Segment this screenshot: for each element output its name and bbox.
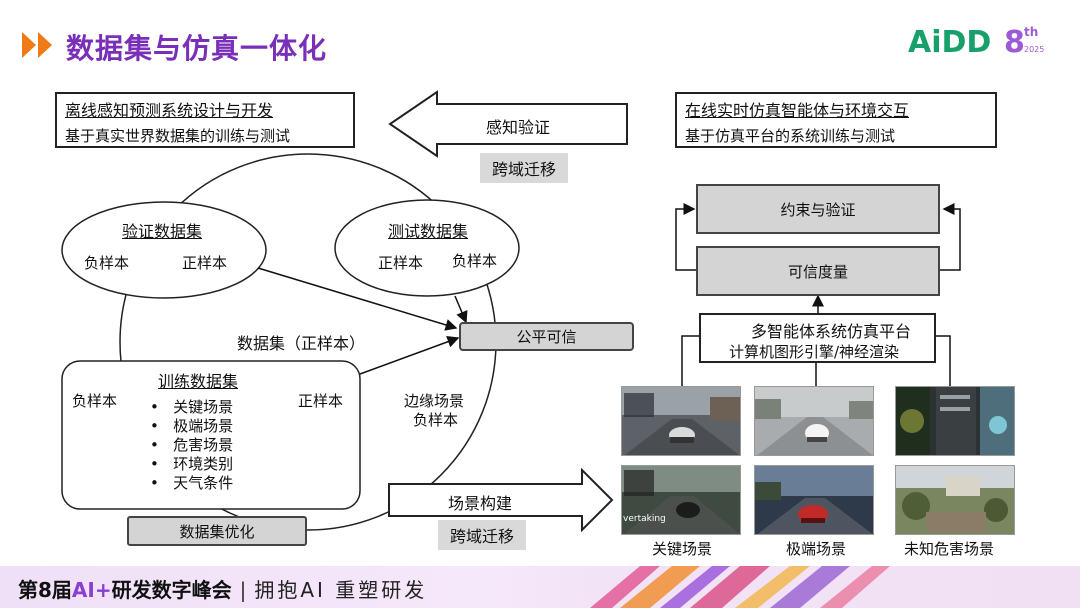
dataset-positive-label: 数据集（正样本）	[237, 334, 366, 353]
footer-rest: 研发数字峰会	[111, 578, 232, 602]
thumb3-connector	[936, 335, 951, 386]
validation-pos-label: 正样本	[182, 254, 228, 272]
scene-thumb-extreme-1	[754, 386, 874, 456]
training-pos-label: 正样本	[298, 392, 344, 410]
constraint-validation-box: 约束与验证	[696, 184, 940, 234]
simulation-platform-box: 多智能体系统仿真平台 计算机图形引擎/神经渲染	[699, 313, 936, 363]
footer-ai: AI+	[71, 578, 112, 602]
platform-title: 多智能体系统仿真平台	[751, 322, 912, 341]
logo-main-text: AiDD	[908, 25, 991, 58]
edge-scene-label: 边缘场景	[404, 392, 465, 410]
validation-to-fair-arrow	[257, 267, 458, 331]
cross-domain-tag-bottom: 跨域迁移	[438, 520, 526, 550]
thumb1-connector	[681, 335, 699, 386]
training-set-frame	[61, 360, 361, 510]
test-to-fair-arrow	[454, 295, 468, 324]
dataset-optimization-box: 数据集优化	[127, 516, 307, 546]
scenario-caption-critical: 关键场景	[652, 540, 713, 558]
logo-suffix: th	[1024, 25, 1038, 39]
platform-subtitle: 计算机图形引擎/神经渲染	[729, 343, 900, 361]
offline-box-title: 离线感知预测系统设计与开发	[65, 101, 274, 120]
footer-separator: |	[239, 578, 247, 602]
logo-year: 2025	[1024, 45, 1044, 54]
test-neg-label: 负样本	[452, 252, 498, 270]
scene-thumb-extreme-2	[754, 465, 874, 535]
training-to-fair-arrow	[359, 335, 460, 375]
scene-thumb-unknown-2	[895, 465, 1015, 535]
test-pos-label: 正样本	[378, 254, 424, 272]
scenario-caption-unknown: 未知危害场景	[904, 540, 995, 558]
validation-set-title: 验证数据集	[122, 222, 203, 241]
fair-trust-box: 公平可信	[459, 322, 634, 351]
footer-bar	[0, 566, 1080, 608]
test-set-title: 测试数据集	[388, 222, 469, 241]
validation-set-ellipse	[61, 201, 267, 299]
aidd-logo: AiDD 8 th 2025	[908, 25, 1044, 58]
edge-neg-label: 负样本	[413, 411, 459, 429]
list-item: • 关键场景	[150, 398, 234, 416]
scene-construction-arrow	[388, 467, 614, 533]
scenario-caption-extreme: 极端场景	[786, 540, 847, 558]
loop-right-arrow	[940, 203, 961, 271]
validation-neg-label: 负样本	[84, 254, 130, 272]
offline-box-subtitle: 基于真实世界数据集的训练与测试	[65, 127, 291, 145]
online-box-title: 在线实时仿真智能体与环境交互	[685, 101, 910, 120]
list-item: • 危害场景	[150, 436, 234, 454]
training-items-list: • 关键场景 • 极端场景 • 危害场景 • 环境类别 • 天气条件	[150, 398, 233, 493]
thumb-overlay-text: vertaking	[623, 514, 666, 524]
footer-slogan: 拥抱AI 重塑研发	[254, 578, 428, 602]
scene-thumb-critical-1	[621, 386, 741, 456]
cross-domain-tag-top: 跨域迁移	[480, 153, 568, 183]
test-set-ellipse	[334, 199, 520, 297]
online-system-box: 在线实时仿真智能体与环境交互 基于仿真平台的系统训练与测试	[675, 92, 997, 148]
list-item: • 极端场景	[150, 417, 234, 435]
list-item: • 天气条件	[150, 474, 234, 492]
slide-title: 数据集与仿真一体化	[66, 32, 328, 65]
training-neg-label: 负样本	[72, 392, 118, 410]
perception-validation-label: 感知验证	[486, 118, 551, 137]
footer-decoration	[590, 566, 890, 608]
scene-thumb-unknown-1	[895, 386, 1015, 456]
offline-system-box: 离线感知预测系统设计与开发 基于真实世界数据集的训练与测试	[55, 92, 355, 148]
trust-measure-box: 可信度量	[696, 246, 940, 296]
training-set-title: 训练数据集	[158, 372, 239, 391]
online-box-subtitle: 基于仿真平台的系统训练与测试	[685, 127, 896, 145]
scene-construction-label: 场景构建	[448, 494, 513, 513]
footer-text: 第8届AI+研发数字峰会 | 拥抱AI 重塑研发	[18, 574, 427, 603]
logo-edition: 8	[1004, 25, 1025, 58]
loop-left-arrow	[675, 203, 696, 271]
perception-validation-arrow	[388, 90, 628, 158]
footer-prefix: 第8届	[18, 578, 72, 602]
scene-thumb-critical-2: vertaking	[621, 465, 741, 535]
list-item: • 环境类别	[150, 455, 234, 473]
title-arrow-icon	[22, 32, 52, 58]
